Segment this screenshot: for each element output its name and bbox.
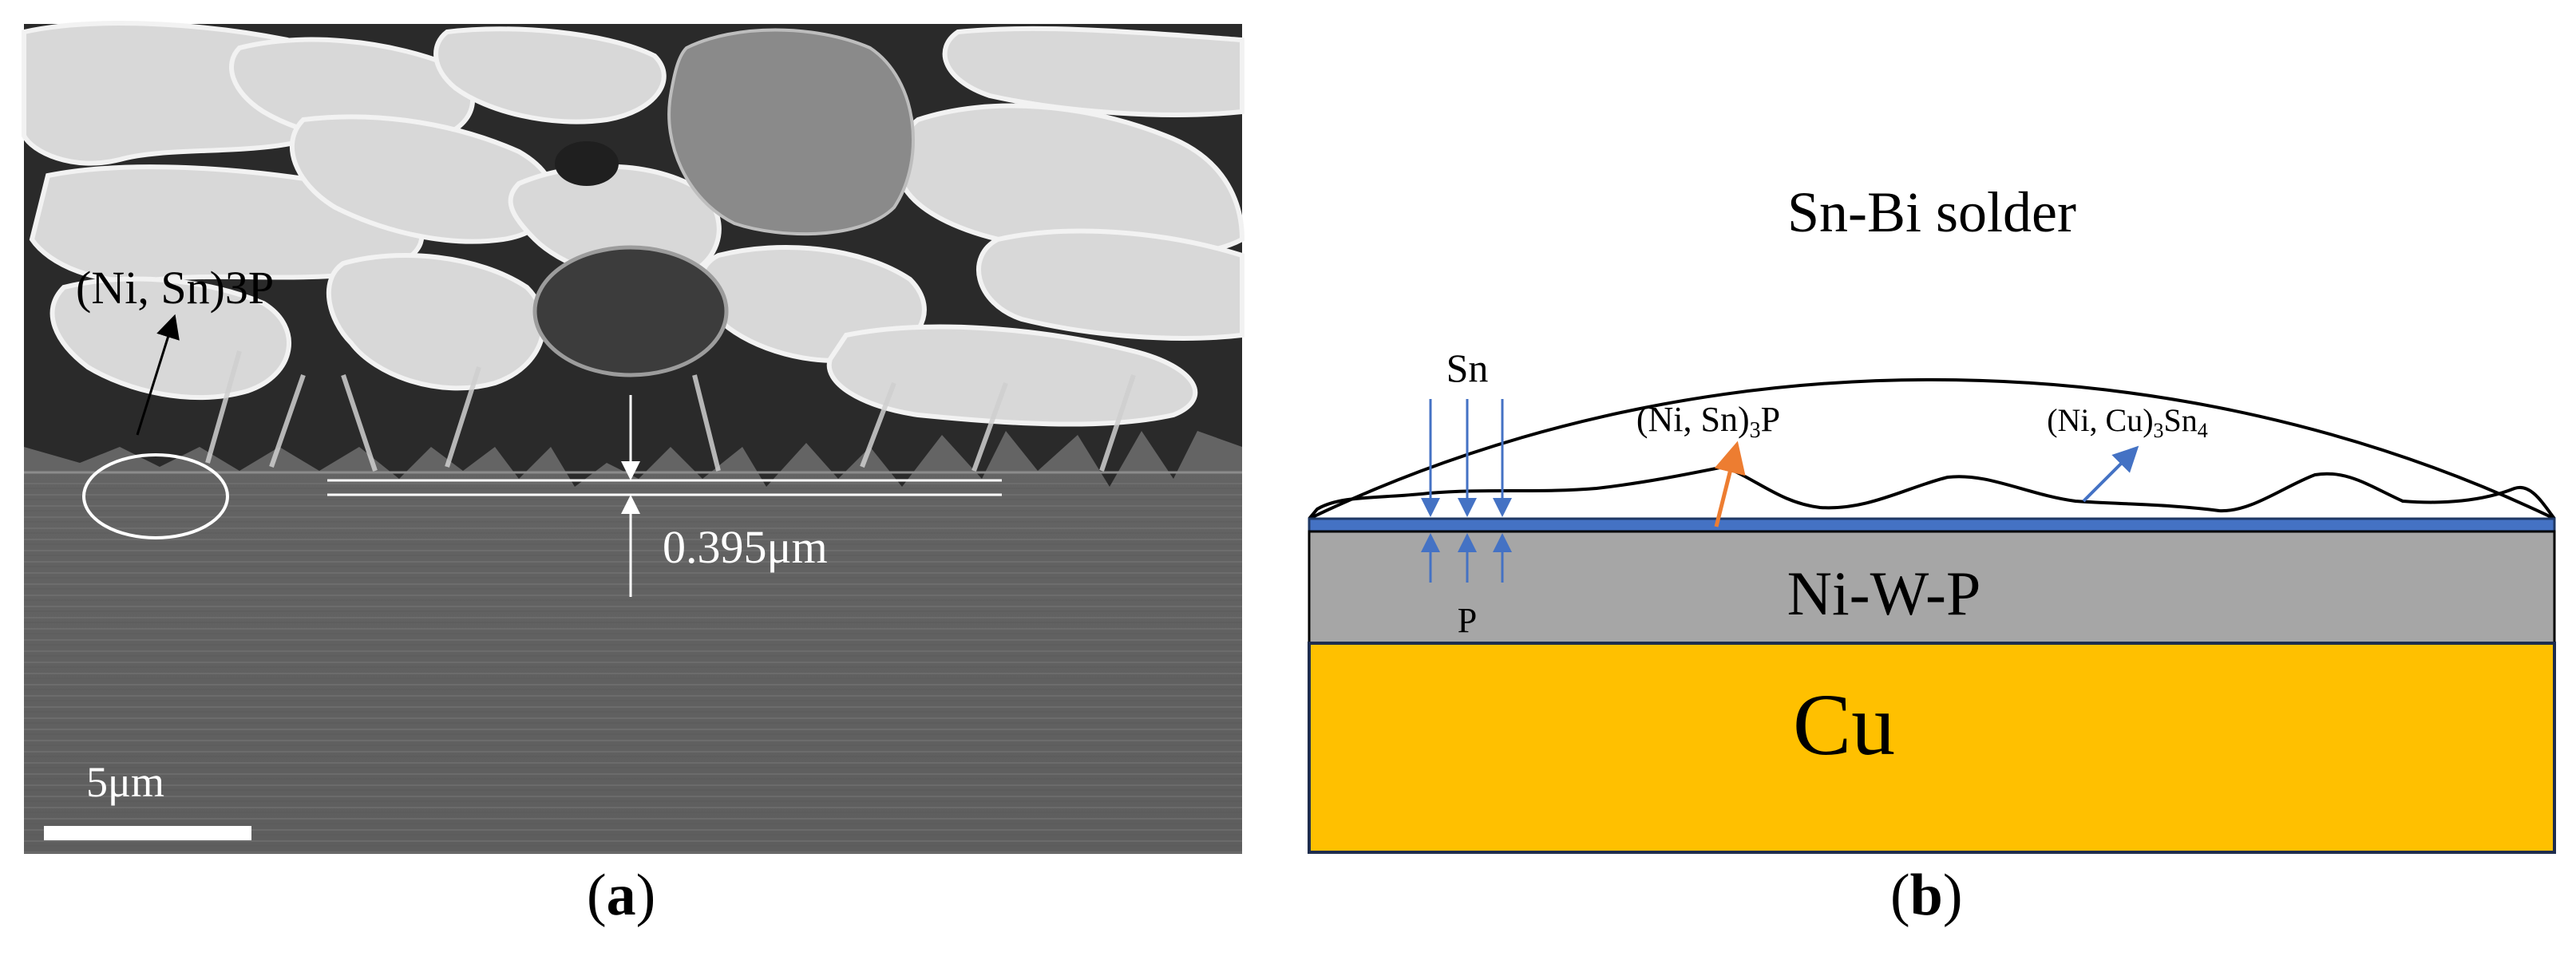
label-niwp: Ni-W-P (1787, 559, 1981, 628)
caption-a-close: ) (635, 863, 656, 928)
label-cu: Cu (1793, 676, 1895, 773)
label-p: P (1458, 601, 1477, 640)
ni-sn-sub: 3 (1750, 418, 1761, 443)
arrow-ni-sn-3p (136, 314, 180, 436)
caption-b-open: ( (1890, 863, 1910, 928)
caption-a-letter: a (606, 863, 636, 928)
label-thickness: 0.395μm (663, 521, 828, 573)
scale-bar (44, 826, 251, 840)
caption-b-close: ) (1942, 863, 1963, 928)
arrow-ni-sn-3p-orange (1714, 440, 1746, 527)
ni-sn-main: (Ni, Sn) (1636, 400, 1750, 439)
niwp-layer (1308, 530, 2556, 645)
ni-cu-tail: Sn (2164, 402, 2198, 438)
label-ni-cu-3-sn-4: (Ni, Cu)3Sn4 (2047, 402, 2208, 442)
solder-dome (1308, 377, 2555, 520)
arrow-ni-cu-sn-blue (2082, 445, 2139, 503)
sem-pore (555, 141, 619, 186)
caption-a-open: ( (587, 863, 607, 928)
imc-layer (1308, 517, 2556, 533)
caption-a: (a) (587, 862, 655, 930)
label-scalebar: 5μm (86, 758, 164, 806)
label-ni-sn-3p: (Ni, Sn)3P (76, 262, 274, 314)
sem-large-grain (667, 28, 915, 236)
sem-dark-grain (532, 245, 729, 377)
sn-arrows (1421, 399, 1512, 517)
caption-b-letter: b (1909, 863, 1943, 928)
ni-cu-main: (Ni, Cu) (2047, 402, 2153, 438)
solder-interface (1308, 464, 2556, 520)
sem-substrate-texture (24, 479, 1242, 854)
p-arrows (1421, 533, 1512, 583)
caption-b: (b) (1890, 862, 1962, 930)
cu-layer (1308, 642, 2556, 854)
ellipse-highlight (82, 453, 229, 539)
panel-a-sem-image: (Ni, Sn)3P 0.395μm 5μm (22, 21, 1245, 854)
ni-sn-tail: P (1761, 400, 1780, 439)
ni-cu-sub2: 4 (2198, 419, 2208, 442)
label-sn: Sn (1446, 346, 1489, 390)
panel-b-schematic: Sn-Bi solder Ni-W-P Cu Sn P (Ni, Sn)3P (… (1308, 180, 2556, 854)
label-ni-sn-3p-schematic: (Ni, Sn)3P (1636, 400, 1780, 443)
sem-imc-needles (205, 350, 1136, 472)
ni-cu-sub: 3 (2154, 419, 2164, 442)
sem-grains (22, 21, 1245, 427)
label-sn-bi-solder: Sn-Bi solder (1787, 180, 2076, 244)
